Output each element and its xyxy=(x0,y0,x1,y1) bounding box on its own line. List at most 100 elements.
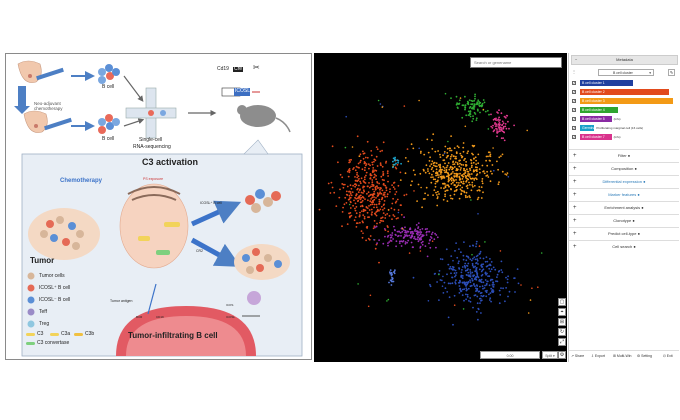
umap-point xyxy=(431,148,434,150)
split-dropdown[interactable]: Split ▾ xyxy=(542,351,558,359)
panel-predict-cell-type[interactable]: +Predict cell-type ● xyxy=(569,227,679,239)
umap-cluster-c-green[interactable] xyxy=(450,93,490,123)
tool-settings-button[interactable]: ⚙ xyxy=(558,351,566,359)
panel-clonotype[interactable]: +Clonotype ● xyxy=(569,214,679,226)
umap-point xyxy=(363,176,366,179)
umap-point xyxy=(468,173,471,176)
umap-point xyxy=(429,246,432,249)
metadata-header[interactable]: − Metadata xyxy=(571,55,678,65)
legend-color-bar[interactable]: B cell cluster 3 xyxy=(580,98,674,104)
expand-icon[interactable]: + xyxy=(573,192,577,198)
expand-icon[interactable]: + xyxy=(573,179,577,185)
panel-differential-expression[interactable]: +Differential expression ● xyxy=(569,175,679,187)
umap-point xyxy=(426,255,429,258)
umap-point xyxy=(426,138,429,141)
legend-color-bar[interactable]: Germinal center B xyxy=(580,125,611,131)
umap-point xyxy=(472,257,474,260)
panel-filter[interactable]: +Filter ● xyxy=(569,149,679,161)
exit-button[interactable]: ⏻ Exit xyxy=(663,354,673,358)
neo-adjuvant-label: Neo-adjuvant chemotherapy xyxy=(34,101,63,111)
tool-fullscreen-button[interactable]: ⤢ xyxy=(558,338,566,346)
umap-point xyxy=(444,193,446,196)
edit-icon[interactable]: ✎ xyxy=(668,69,675,76)
legend-checkbox[interactable]: ✓ xyxy=(572,81,576,85)
umap-point xyxy=(446,200,449,203)
umap-point xyxy=(469,300,472,303)
umap-cluster-c-orange[interactable] xyxy=(392,133,509,209)
metadata-select[interactable]: B cell cluster ▾ xyxy=(598,69,654,76)
umap-cluster-c-lightblue[interactable] xyxy=(388,269,396,286)
tool-grid-button[interactable]: ⊞ xyxy=(558,318,566,326)
expand-icon[interactable]: + xyxy=(573,153,577,159)
umap-point xyxy=(464,194,467,197)
umap-point xyxy=(492,147,494,149)
umap-point xyxy=(462,146,465,149)
umap-point xyxy=(366,185,369,188)
umap-point xyxy=(520,284,522,286)
umap-point xyxy=(394,229,396,232)
legend-color-bar[interactable]: B cell cluster 5 xyxy=(580,116,612,122)
umap-point xyxy=(496,130,498,132)
legend-checkbox[interactable]: ✓ xyxy=(572,117,576,121)
share-button[interactable]: ↗ Share xyxy=(571,354,585,358)
legend-color-bar[interactable]: B cell cluster 7 xyxy=(580,134,612,140)
umap-point xyxy=(364,162,367,164)
umap-point xyxy=(471,120,474,123)
move-handle-icon[interactable]: ⋮ xyxy=(572,69,576,74)
expand-icon[interactable]: + xyxy=(573,244,577,250)
umap-cluster-c-blue[interactable] xyxy=(412,240,520,326)
legend-icosl-pos-icon xyxy=(27,284,35,292)
umap-point xyxy=(473,283,475,285)
expand-icon[interactable]: + xyxy=(573,166,577,172)
legend-checkbox[interactable]: ✓ xyxy=(572,99,576,103)
tool-lasso-button[interactable]: ⌖ xyxy=(558,308,566,316)
collapse-icon[interactable]: − xyxy=(575,57,578,62)
multi-win-button[interactable]: ⊞ Multi-Win xyxy=(613,354,632,358)
umap-cluster-c-cyan[interactable] xyxy=(392,156,402,169)
umap-point xyxy=(470,173,473,175)
umap-point xyxy=(368,209,371,211)
umap-point xyxy=(474,95,476,98)
umap-point xyxy=(444,190,447,193)
umap-cluster-c-pink[interactable] xyxy=(490,109,515,142)
legend-color-bar[interactable]: B cell cluster 2 xyxy=(580,89,670,95)
umap-point xyxy=(362,180,365,182)
setting-button[interactable]: ⚙ Setting xyxy=(637,354,653,358)
umap-point xyxy=(393,270,396,273)
tool-select-button[interactable]: ▢ xyxy=(558,298,566,306)
expand-icon[interactable]: + xyxy=(573,218,577,224)
umap-point xyxy=(398,242,401,245)
panel-enrichment-analysis[interactable]: +Enrichment analysis ● xyxy=(569,201,679,213)
umap-point xyxy=(357,196,360,199)
legend-color-bar[interactable]: B cell cluster 4 xyxy=(580,107,619,113)
umap-plot-canvas[interactable]: 0.00 Split ▾ ▢ ⌖ ⊞ ↻ ⤢ ⚙ xyxy=(314,53,567,362)
umap-cluster-c-red[interactable] xyxy=(318,135,409,264)
umap-point xyxy=(354,183,357,185)
expand-icon[interactable]: + xyxy=(573,205,577,211)
panel-cell-search[interactable]: +Cell search ● xyxy=(569,240,679,252)
expand-icon[interactable]: + xyxy=(573,231,577,237)
umap-point xyxy=(481,266,484,268)
umap-point xyxy=(329,192,332,194)
umap-point xyxy=(485,284,488,286)
panel-marker-features[interactable]: +Marker features ● xyxy=(569,188,679,200)
legend-checkbox[interactable]: ✓ xyxy=(572,90,576,94)
legend-checkbox[interactable]: ✓ xyxy=(572,135,576,139)
umap-point xyxy=(472,161,475,164)
umap-scatter[interactable] xyxy=(314,53,567,362)
legend-checkbox[interactable]: ✓ xyxy=(572,126,576,130)
umap-point xyxy=(383,179,385,182)
point-size-input[interactable]: 0.00 xyxy=(480,351,540,359)
gene-search-input[interactable] xyxy=(470,57,562,68)
umap-point xyxy=(450,154,453,156)
tool-reset-button[interactable]: ↻ xyxy=(558,328,566,336)
umap-point xyxy=(469,176,471,178)
umap-point xyxy=(440,178,443,180)
umap-point xyxy=(423,153,426,156)
panel-composition[interactable]: +Composition ● xyxy=(569,162,679,174)
umap-point xyxy=(365,163,368,165)
umap-cluster-c-purple[interactable] xyxy=(374,216,439,258)
legend-checkbox[interactable]: ✓ xyxy=(572,108,576,112)
export-button[interactable]: ⇩ Export xyxy=(591,354,606,358)
legend-color-bar[interactable]: B cell cluster 1 xyxy=(580,80,633,86)
